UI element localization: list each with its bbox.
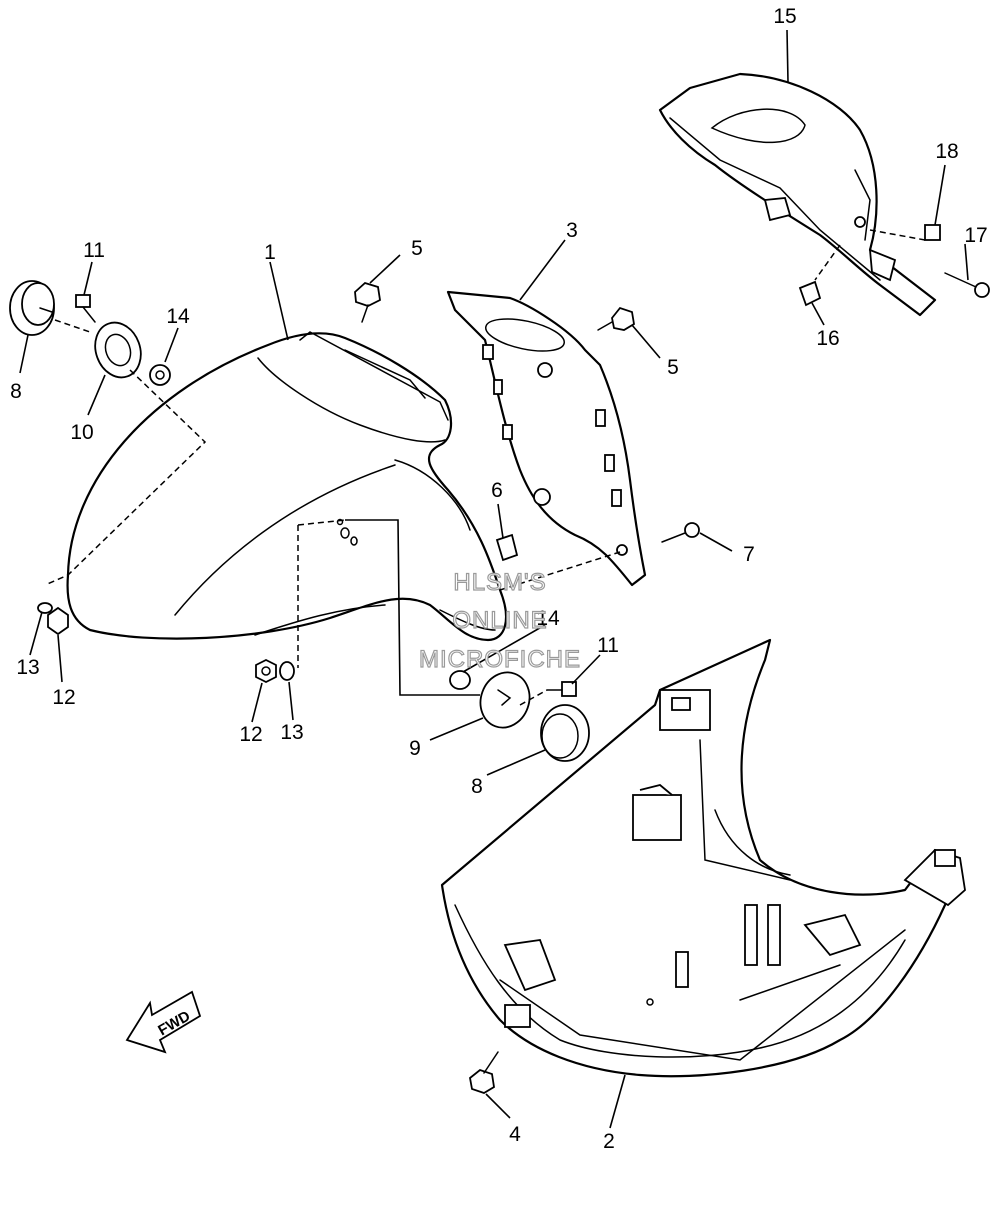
reflector-left (94, 321, 142, 379)
label-part-9: 9 (409, 737, 421, 760)
reflector-right (479, 671, 531, 729)
label-part-6: 6 (491, 479, 503, 502)
label-part-16: 16 (816, 327, 839, 350)
watermark-line-1: HLSM'S (453, 569, 546, 596)
label-part-11-left: 11 (83, 239, 105, 262)
watermark-line-2: ONLINE (452, 607, 547, 634)
nut-14-right (449, 670, 471, 690)
washer-13-bottom (279, 661, 295, 681)
label-part-3: 3 (566, 219, 578, 242)
label-part-1: 1 (264, 241, 276, 264)
inner-panel (446, 290, 647, 587)
lens-cap-right (540, 704, 590, 762)
bolt-11-left (75, 294, 96, 323)
label-part-13-left: 13 (16, 656, 39, 679)
bolt-11-right (546, 681, 577, 697)
fwd-direction-arrow: FWD (125, 990, 202, 1054)
label-part-17: 17 (964, 224, 987, 247)
bolt-4 (469, 1051, 499, 1094)
label-part-12-left: 12 (52, 686, 75, 709)
label-part-15: 15 (773, 5, 796, 28)
label-part-12-bottom: 12 (239, 723, 262, 746)
screw-5-right (597, 306, 635, 331)
label-part-10: 10 (70, 421, 93, 444)
label-part-7: 7 (743, 543, 755, 566)
label-part-14-right: 14 (536, 607, 560, 630)
grommet-18 (924, 224, 941, 241)
label-part-8-right: 8 (471, 775, 483, 798)
label-part-11-right: 11 (597, 634, 619, 657)
label-part-14-left: 14 (166, 305, 190, 328)
part-labels: 1 5 3 5 6 7 11 14 8 10 13 12 12 13 14 11… (10, 5, 988, 1153)
label-part-5-right: 5 (667, 356, 679, 379)
clip-16 (798, 280, 822, 307)
label-part-8-left: 8 (10, 380, 22, 403)
label-part-18: 18 (935, 140, 958, 163)
nut-14-left (149, 364, 171, 386)
screw-17 (944, 272, 990, 298)
clip-6 (495, 533, 519, 562)
lens-cap-left (9, 280, 55, 336)
watermark-line-3: MICROFICHE (419, 646, 581, 673)
screw-7 (661, 522, 700, 543)
nut-12-bottom (255, 658, 277, 684)
label-part-13-bottom: 13 (280, 721, 303, 744)
label-part-4: 4 (509, 1123, 521, 1146)
assembly-lines (44, 229, 926, 706)
screw-5-top (354, 281, 381, 323)
nut-12-left (47, 606, 69, 636)
watermark: HLSM'S ONLINE MICROFICHE (418, 568, 581, 673)
label-part-2: 2 (603, 1130, 615, 1153)
upper-cover (658, 72, 937, 317)
leader-lines (19, 29, 969, 1129)
lower-cover (440, 638, 966, 1078)
label-part-5-top: 5 (411, 237, 423, 260)
washer-13-left (37, 602, 53, 614)
front-fender (66, 331, 508, 642)
